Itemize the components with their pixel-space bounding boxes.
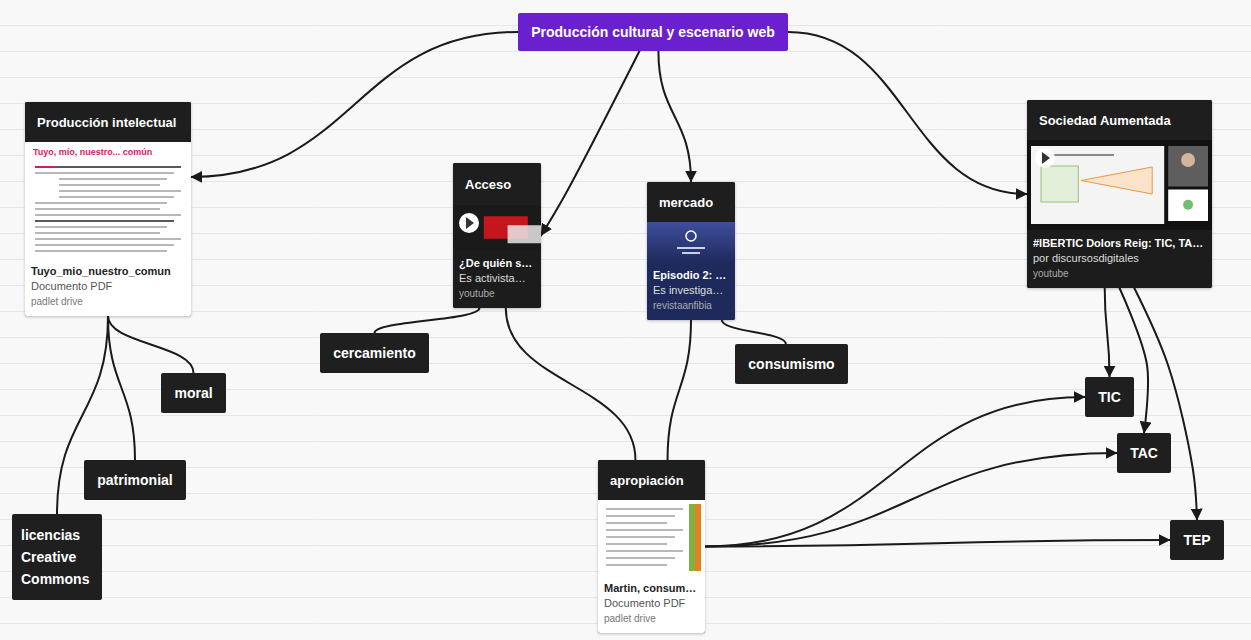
media-card: Sociedad Aumentada #IBERTIC Dolors Reig: … bbox=[1027, 100, 1212, 288]
concept-box: TIC bbox=[1085, 377, 1134, 417]
card-thumbnail bbox=[453, 205, 541, 250]
card-thumbnail bbox=[1027, 140, 1212, 230]
card-header: mercado bbox=[647, 182, 735, 222]
card-info: Tuyo_mio_nuestro_comunDocumento PDFpadle… bbox=[25, 258, 191, 316]
thumbnail-heading: Tuyo, mío, nuestro... común bbox=[33, 147, 152, 157]
concept-label: patrimonial bbox=[97, 471, 172, 489]
card-caption: Episodio 2: … bbox=[653, 268, 726, 283]
card-title: mercado bbox=[659, 195, 713, 210]
card-caption: Documento PDF bbox=[31, 279, 112, 294]
card-caption: padlet drive bbox=[604, 611, 656, 626]
card-caption: #IBERTIC Dolors Reig: TIC, TA… bbox=[1033, 236, 1203, 251]
card-caption: Es activista… bbox=[459, 271, 526, 286]
card-header: Acceso bbox=[453, 163, 541, 205]
connector-arrow bbox=[705, 540, 1170, 547]
concept-label: consumismo bbox=[748, 355, 834, 373]
thumbnail-image bbox=[25, 142, 191, 258]
media-card: Producción intelectualTuyo, mío, nuestro… bbox=[25, 102, 191, 316]
connector-arrow bbox=[108, 316, 135, 460]
connector-arrow bbox=[705, 453, 1117, 547]
connector-arrow bbox=[705, 397, 1085, 547]
concept-box: cercamiento bbox=[320, 333, 429, 373]
card-caption: ¿De quién s… bbox=[459, 256, 532, 271]
concept-label: licencias Creative Commons bbox=[21, 524, 93, 590]
connector-arrow bbox=[658, 51, 691, 182]
connector-arrow bbox=[668, 320, 691, 460]
concept-box: patrimonial bbox=[84, 460, 186, 500]
connector-arrow bbox=[1134, 288, 1197, 520]
card-header: Producción intelectual bbox=[25, 102, 191, 142]
connector-arrow bbox=[108, 316, 194, 373]
card-thumbnail bbox=[598, 500, 705, 575]
connector-arrow bbox=[722, 320, 786, 344]
thumbnail-image bbox=[598, 500, 705, 575]
card-title: apropiación bbox=[610, 473, 684, 488]
concept-label: TAC bbox=[1130, 444, 1158, 462]
connector-arrow bbox=[375, 308, 480, 333]
card-title: Sociedad Aumentada bbox=[1039, 113, 1171, 128]
connector-arrow bbox=[506, 308, 636, 460]
thumbnail-image bbox=[647, 222, 735, 262]
title-box: Producción cultural y escenario web bbox=[518, 13, 788, 51]
connector-arrow bbox=[541, 51, 640, 236]
card-info: ¿De quién s…Es activista…youtube bbox=[453, 250, 541, 308]
card-caption: revistaanfibia bbox=[653, 298, 712, 313]
title-text: Producción cultural y escenario web bbox=[531, 24, 775, 40]
thumbnail-image bbox=[1027, 140, 1212, 230]
card-caption: youtube bbox=[1033, 266, 1069, 281]
card-caption: youtube bbox=[459, 286, 495, 301]
connector-arrow bbox=[191, 32, 518, 177]
card-caption: por discursosdigitales bbox=[1033, 251, 1139, 266]
concept-label: TIC bbox=[1098, 388, 1121, 406]
concept-box: consumismo bbox=[735, 344, 848, 384]
card-title: Acceso bbox=[465, 177, 511, 192]
card-header: apropiación bbox=[598, 460, 705, 500]
media-card: Acceso ¿De quién s…Es activista…youtube bbox=[453, 163, 541, 308]
concept-label: moral bbox=[174, 384, 212, 402]
card-info: Episodio 2: …Es investiga…revistaanfibia bbox=[647, 262, 735, 320]
concept-box: TAC bbox=[1117, 433, 1171, 473]
card-caption: Tuyo_mio_nuestro_comun bbox=[31, 264, 171, 279]
media-card: apropiaciónMartin, consum…Documento PDFp… bbox=[598, 460, 705, 633]
media-card: mercadoEpisodio 2: …Es investiga…revista… bbox=[647, 182, 735, 320]
card-thumbnail bbox=[647, 222, 735, 262]
card-info: Martin, consum…Documento PDFpadlet drive bbox=[598, 575, 705, 633]
card-caption: Documento PDF bbox=[604, 596, 685, 611]
concept-label: TEP bbox=[1183, 531, 1210, 549]
card-title: Producción intelectual bbox=[37, 115, 176, 130]
concept-box: licencias Creative Commons bbox=[12, 514, 102, 600]
card-caption: padlet drive bbox=[31, 294, 83, 309]
card-caption: Martin, consum… bbox=[604, 581, 696, 596]
card-header: Sociedad Aumentada bbox=[1027, 100, 1212, 140]
card-info: #IBERTIC Dolors Reig: TIC, TA…por discur… bbox=[1027, 230, 1212, 288]
connector-arrow bbox=[788, 32, 1027, 194]
thumbnail-image bbox=[453, 205, 541, 250]
concept-box: moral bbox=[161, 373, 226, 413]
card-thumbnail: Tuyo, mío, nuestro... común bbox=[25, 142, 191, 258]
concept-box: TEP bbox=[1170, 520, 1224, 560]
concept-label: cercamiento bbox=[333, 344, 415, 362]
connector-arrow bbox=[1105, 288, 1110, 377]
card-caption: Es investiga… bbox=[653, 283, 723, 298]
